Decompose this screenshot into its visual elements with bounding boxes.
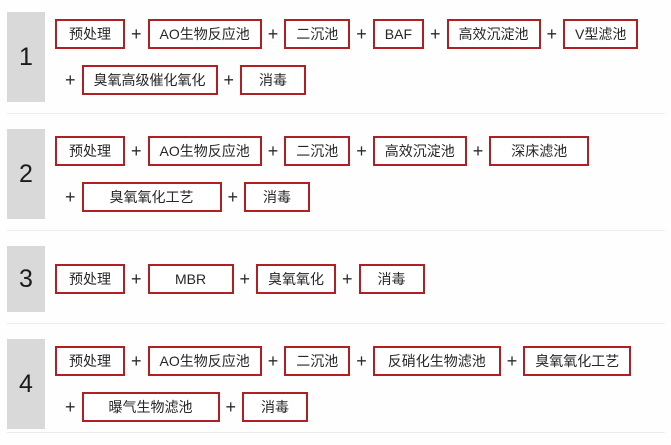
step-box: BAF	[372, 19, 425, 49]
step-box: 消毒	[242, 392, 309, 422]
plus-separator: +	[546, 24, 558, 44]
step-box: 预处理	[55, 19, 125, 49]
step-box: 臭氧氧化	[256, 264, 337, 294]
plus-separator: +	[356, 141, 367, 161]
plus-separator: +	[472, 141, 484, 161]
row-content: 预处理 + AO生物反应池 + 二沉池 + 反硝化生物滤池 + 臭氧氧化工艺 +…	[55, 339, 632, 429]
plus-separator: +	[225, 397, 237, 417]
plus-separator: +	[430, 24, 441, 44]
step-box: 预处理	[55, 346, 125, 376]
plus-separator: +	[131, 24, 142, 44]
row-content: 预处理 + AO生物反应池 + 二沉池 + BAF + 高效沉淀池 + V型滤池…	[55, 12, 639, 102]
plus-separator: +	[131, 269, 142, 289]
step-box: 二沉池	[284, 136, 351, 166]
plus-separator: +	[65, 397, 76, 417]
plus-separator: +	[223, 70, 235, 90]
process-line-2: + 曝气生物滤池 + 消毒	[63, 392, 631, 422]
step-box: 预处理	[55, 136, 125, 166]
plus-separator: +	[356, 24, 367, 44]
row-content: 预处理 + AO生物反应池 + 二沉池 + 高效沉淀池 + 深床滤池 + 臭氧氧…	[55, 129, 590, 219]
plus-separator: +	[267, 141, 279, 161]
plus-separator: +	[342, 269, 353, 289]
process-line-1: 预处理 + MBR + 臭氧氧化 + 消毒	[55, 264, 425, 294]
step-box: AO生物反应池	[147, 346, 262, 376]
step-box: 消毒	[358, 264, 425, 294]
plus-separator: +	[227, 187, 239, 207]
row-content: 预处理 + MBR + 臭氧氧化 + 消毒	[55, 246, 425, 312]
step-box: 臭氧氧化工艺	[523, 346, 632, 376]
row-number: 2	[7, 129, 45, 219]
step-box: 高效沉淀池	[446, 19, 541, 49]
row-number: 3	[7, 246, 45, 312]
step-box: 消毒	[240, 65, 307, 95]
plus-separator: +	[239, 269, 251, 289]
step-box: AO生物反应池	[147, 136, 262, 166]
row-number: 4	[7, 339, 45, 429]
plus-separator: +	[65, 70, 76, 90]
step-box: 臭氧高级催化氧化	[81, 65, 218, 95]
plus-separator: +	[267, 351, 279, 371]
process-line-2: + 臭氧氧化工艺 + 消毒	[63, 182, 589, 212]
step-box: V型滤池	[563, 19, 639, 49]
step-box: 二沉池	[284, 19, 351, 49]
process-row-2: 2 预处理 + AO生物反应池 + 二沉池 + 高效沉淀池 + 深床滤池 + 臭…	[7, 129, 665, 231]
step-box: 消毒	[244, 182, 311, 212]
plus-separator: +	[131, 351, 142, 371]
step-box: AO生物反应池	[147, 19, 262, 49]
plus-separator: +	[506, 351, 518, 371]
step-box: 高效沉淀池	[372, 136, 467, 166]
step-box: 二沉池	[284, 346, 351, 376]
process-line-1: 预处理 + AO生物反应池 + 二沉池 + 反硝化生物滤池 + 臭氧氧化工艺	[55, 346, 632, 376]
process-row-3: 3 预处理 + MBR + 臭氧氧化 + 消毒	[7, 246, 665, 324]
plus-separator: +	[65, 187, 76, 207]
process-line-1: 预处理 + AO生物反应池 + 二沉池 + 高效沉淀池 + 深床滤池	[55, 136, 590, 166]
plus-separator: +	[267, 24, 279, 44]
process-line-1: 预处理 + AO生物反应池 + 二沉池 + BAF + 高效沉淀池 + V型滤池	[55, 19, 639, 49]
step-box: 臭氧氧化工艺	[81, 182, 222, 212]
row-number: 1	[7, 12, 45, 102]
step-box: 预处理	[55, 264, 125, 294]
plus-separator: +	[131, 141, 142, 161]
step-box: 深床滤池	[489, 136, 590, 166]
process-row-4: 4 预处理 + AO生物反应池 + 二沉池 + 反硝化生物滤池 + 臭氧氧化工艺…	[7, 339, 665, 433]
process-row-1: 1 预处理 + AO生物反应池 + 二沉池 + BAF + 高效沉淀池 + V型…	[7, 12, 665, 114]
plus-separator: +	[356, 351, 367, 371]
step-box: 曝气生物滤池	[81, 392, 220, 422]
step-box: MBR	[147, 264, 234, 294]
process-line-2: + 臭氧高级催化氧化 + 消毒	[63, 65, 638, 95]
step-box: 反硝化生物滤池	[372, 346, 501, 376]
